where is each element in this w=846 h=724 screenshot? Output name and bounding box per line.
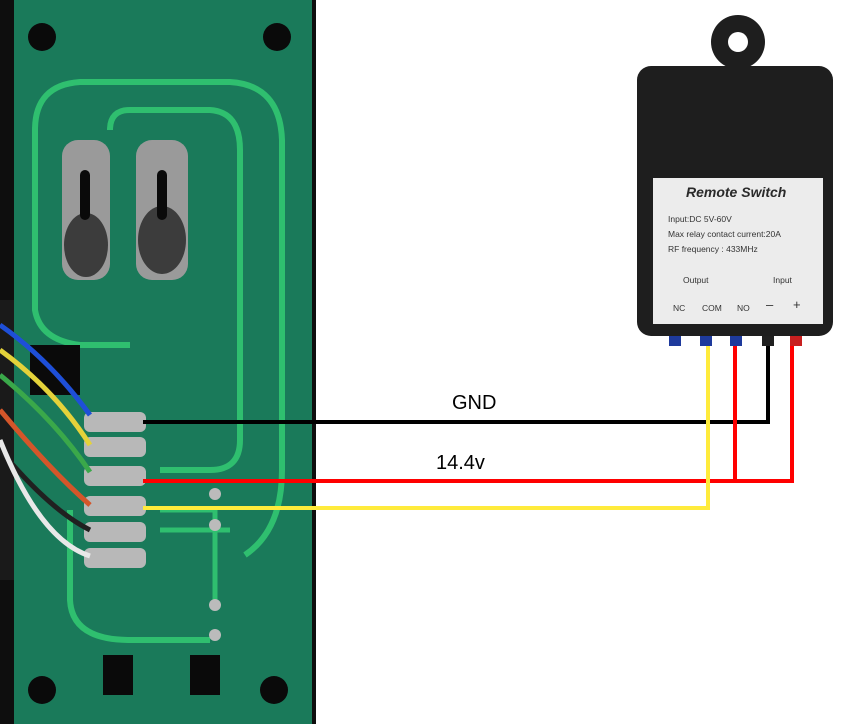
terminal-stub-plus [790,336,802,346]
pcb-bottom-slot-left [103,655,133,695]
wire-com [143,346,710,510]
module-output-label: Output [683,275,709,285]
gnd-wire-label: GND [452,392,497,414]
module-label-plate [653,178,823,324]
terminal-label-no: NO [737,303,750,313]
ribbon-wire-white [0,439,91,559]
mounting-hole-bottom-right [260,676,288,704]
terminal-stub-minus [762,336,774,346]
terminal-stub-no [730,336,742,346]
voltage-wire-label: 14.4v [436,452,485,474]
module-title: Remote Switch [686,184,787,200]
ribbon-wire-blue [0,322,93,417]
ribbon-wire-orange [0,408,92,507]
pcb-trace-inner [107,107,243,473]
solder-blob-right [138,206,186,274]
via-4 [209,629,221,641]
via-2 [209,519,221,531]
mounting-hole-top-left [28,23,56,51]
module-input-label: Input [773,275,792,285]
pcb-bottom-slot-right [190,655,220,695]
terminal-stub-nc [669,336,681,346]
module-spec-input: Input:DC 5V-60V [668,214,732,224]
via-3 [209,599,221,611]
mounting-hole-top-right [263,23,291,51]
pad-slot-right [157,170,167,220]
via-1 [209,488,221,500]
module-spec-current: Max relay contact current:20A [668,229,781,239]
terminal-stub-com [700,336,712,346]
wire-pad-5 [84,522,146,542]
solder-blob-left [64,213,108,277]
wire-pad-1 [84,412,146,432]
module-hang-hole [728,32,748,52]
pcb-board [0,0,316,724]
wire-pad-2 [84,437,146,457]
terminal-label-nc: NC [673,303,686,313]
connection-wires [143,346,794,510]
wire-pad-6 [84,548,146,568]
ribbon-wire-yellow [0,347,93,447]
ribbon-wire-green [0,373,93,474]
wire-pad-3 [84,466,146,486]
pcb-trace-outer [32,79,285,558]
wire-positive-main [143,346,794,483]
pcb-trace-left [32,130,130,348]
wire-pad-4 [84,496,146,516]
remote-switch-module [637,15,833,346]
module-spec-frequency: RF frequency : 433MHz [668,244,758,254]
wire-gnd [143,346,770,424]
terminal-label-minus: – [766,297,774,312]
terminal-label-plus: + [793,297,801,312]
pad-slot-left [80,170,90,220]
pcb-trace-lower [67,510,210,643]
terminal-label-com: COM [702,303,722,313]
mounting-hole-bottom-left [28,676,56,704]
